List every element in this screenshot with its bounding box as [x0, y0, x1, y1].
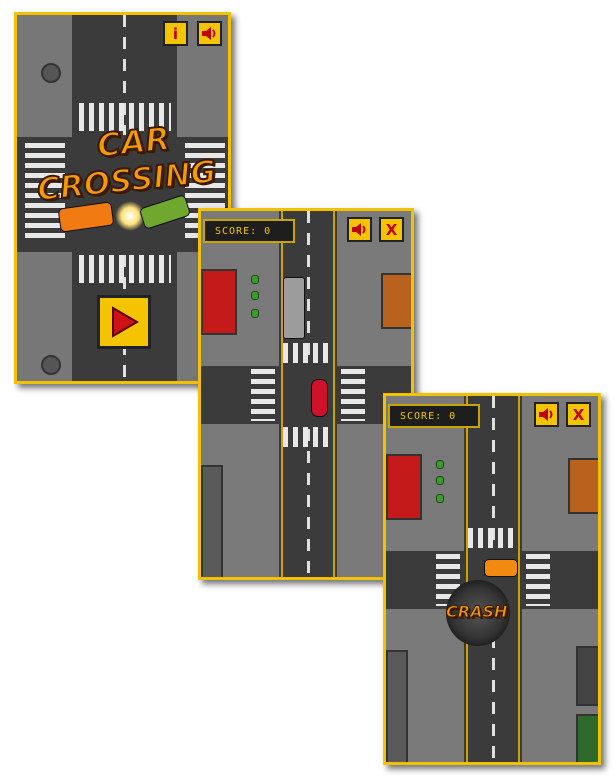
dark-building: [576, 646, 598, 706]
crash-smoke: [446, 580, 510, 646]
close-icon: X: [572, 405, 585, 424]
score-display: SCORE: 0: [203, 219, 295, 243]
info-label: i: [172, 24, 179, 43]
title-screen: i CAR CROSSING: [14, 12, 231, 384]
gray-building: [201, 465, 223, 577]
explosion-burst: [115, 201, 145, 231]
lane-marking: [123, 15, 126, 135]
play-button[interactable]: [97, 295, 151, 349]
manhole: [41, 355, 61, 375]
lane-marking: [307, 429, 310, 577]
crosswalk: [526, 554, 550, 606]
gameplay-screen: SCORE: 0 X: [198, 208, 414, 580]
crosswalk: [251, 369, 275, 421]
score-display: SCORE: 0: [388, 404, 480, 428]
manhole: [41, 63, 61, 83]
lane-marking: [492, 396, 495, 546]
close-icon: X: [385, 220, 398, 239]
speaker-icon: [202, 27, 216, 40]
horizontal-road: [201, 366, 411, 424]
lane-marking: [307, 211, 310, 361]
speaker-icon: [539, 408, 553, 421]
road-edge: [281, 211, 283, 577]
crash-label: CRASH: [445, 602, 508, 622]
green-building: [576, 714, 598, 762]
crosswalk: [79, 103, 171, 131]
white-truck: [283, 277, 305, 339]
crosswalk: [468, 528, 518, 548]
road-edge: [518, 396, 520, 762]
title-car: CAR: [94, 118, 172, 165]
red-building: [386, 454, 422, 520]
player-red-car[interactable]: [311, 379, 328, 417]
close-button[interactable]: X: [379, 217, 404, 242]
lane-marking: [492, 614, 495, 762]
gray-building: [386, 650, 408, 762]
orange-building: [381, 273, 411, 329]
crosswalk: [341, 369, 365, 421]
crosswalk: [79, 255, 171, 283]
sound-button[interactable]: [347, 217, 372, 242]
crash-screen: CRASH SCORE: 0 X: [383, 393, 601, 765]
orange-car: [484, 559, 518, 577]
crosswalk: [283, 427, 333, 447]
close-button[interactable]: X: [566, 402, 591, 427]
sound-button[interactable]: [534, 402, 559, 427]
crosswalk: [283, 343, 333, 363]
red-building: [201, 269, 237, 335]
road-edge: [466, 396, 468, 762]
play-triangle-icon: [112, 306, 139, 338]
speaker-icon: [352, 223, 366, 236]
crosswalk: [25, 143, 65, 243]
info-button[interactable]: i: [163, 21, 188, 46]
orange-building: [568, 458, 598, 514]
road-edge: [333, 211, 335, 577]
sound-button[interactable]: [197, 21, 222, 46]
